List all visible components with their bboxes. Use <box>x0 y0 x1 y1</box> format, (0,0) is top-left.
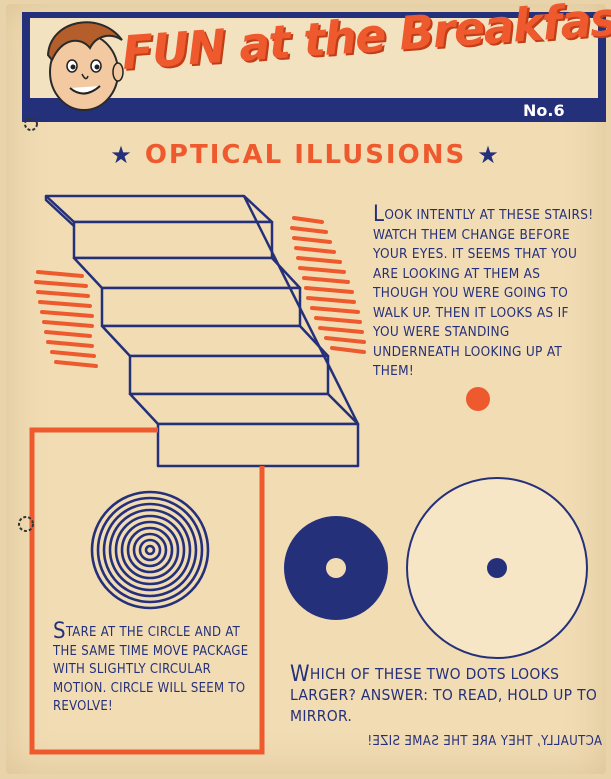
issue-number: No.6 <box>523 101 565 120</box>
section-heading: ★ OPTICAL ILLUSIONS ★ <box>0 140 611 170</box>
stairs-body: ook intently at these stairs! Watch them… <box>373 207 594 379</box>
banner-tab <box>500 98 598 122</box>
scribble-left <box>34 270 98 368</box>
orange-frame <box>29 427 265 755</box>
star-icon: ★ <box>477 141 501 169</box>
scribble-right <box>290 216 366 354</box>
circle-body: tare at the circle and at the same time … <box>53 625 249 714</box>
drop-cap: S <box>53 619 66 644</box>
mirrored-answer: Actually, they are the same size! <box>367 734 602 749</box>
banner-inner <box>30 18 598 98</box>
stairs-instructions: Look intently at these stairs! Watch the… <box>373 202 598 382</box>
staircase-illusion <box>44 194 360 468</box>
punch-hole-top <box>24 117 38 131</box>
drop-cap: W <box>290 662 310 687</box>
heading-text: OPTICAL ILLUSIONS <box>144 140 467 170</box>
dots-question: Which of these two dots looks larger? An… <box>290 664 602 727</box>
drop-cap: L <box>373 202 385 227</box>
boy-face-icon <box>46 21 124 111</box>
dots-body: hich of these two dots looks larger? Ans… <box>290 665 598 725</box>
banner-graphic <box>22 12 606 131</box>
dot-comparison-illusion <box>284 477 588 659</box>
orange-dot-icon <box>466 387 490 411</box>
concentric-circles-illusion <box>90 490 210 610</box>
punch-hole-middle <box>18 516 34 532</box>
circle-instructions: Stare at the circle and at the same time… <box>53 621 253 717</box>
star-icon: ★ <box>110 141 134 169</box>
